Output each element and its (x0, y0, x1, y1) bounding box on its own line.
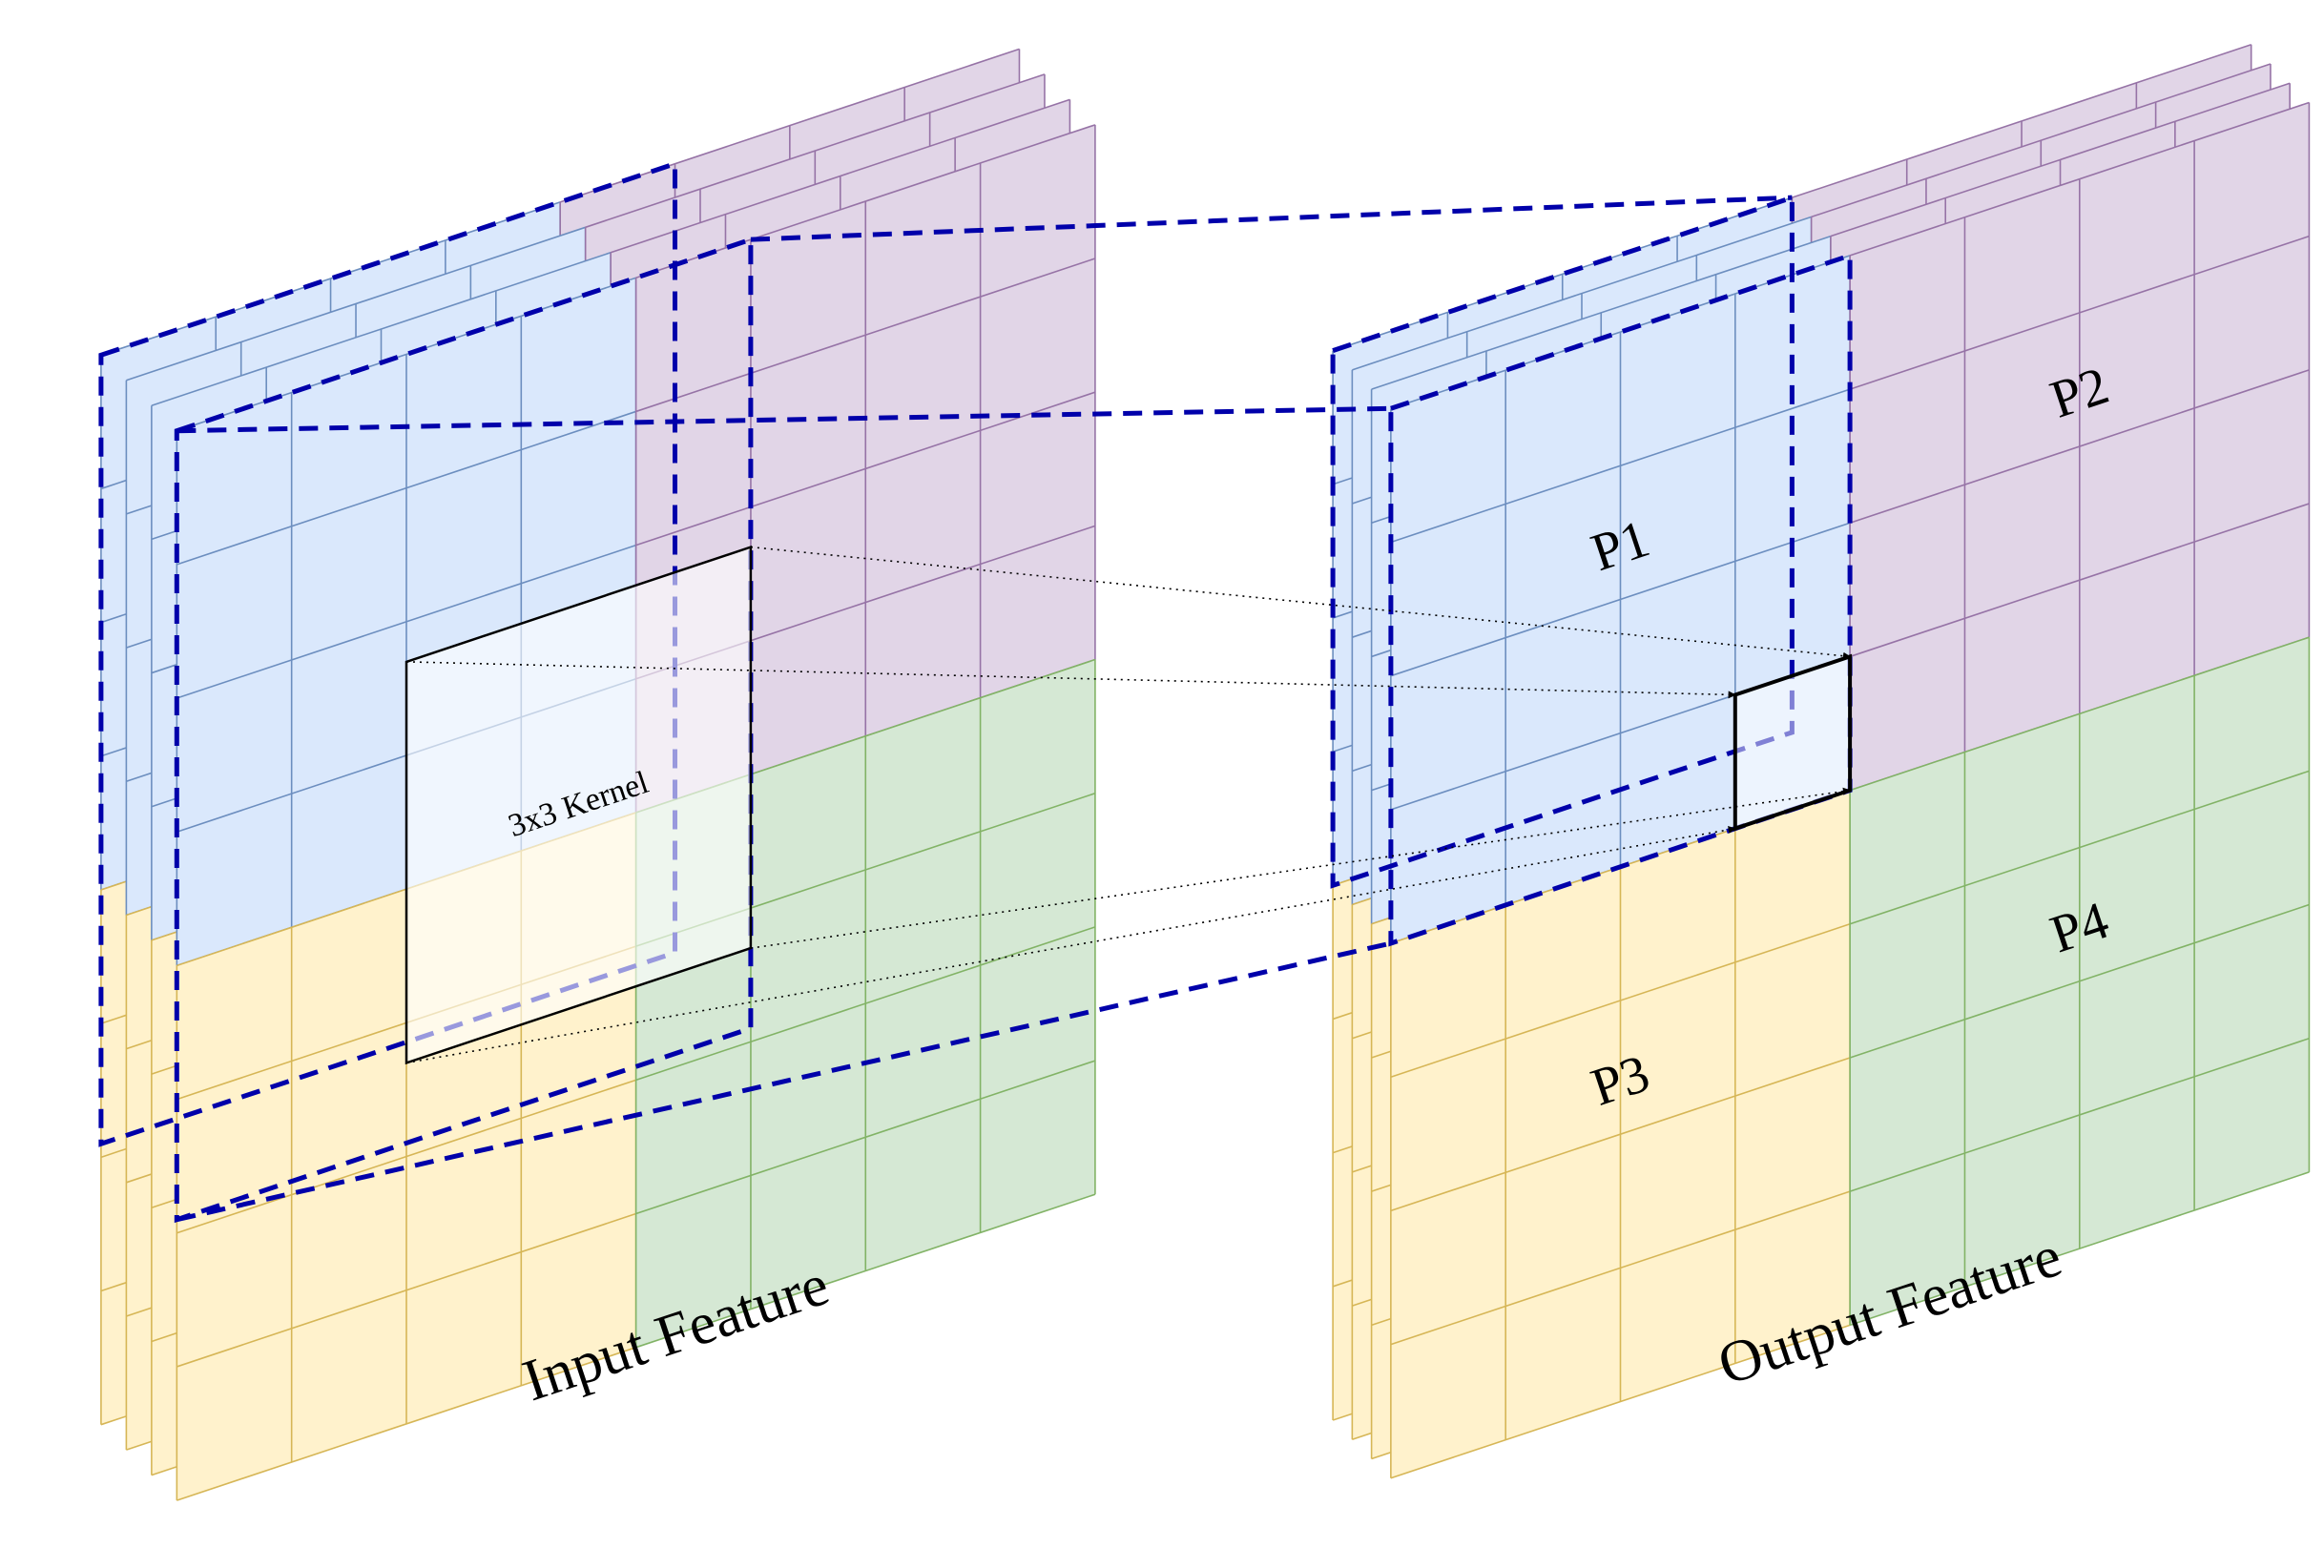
grid-line (1849, 903, 2310, 1059)
kernel-arrow (750, 787, 1851, 949)
highlight-connector (176, 940, 1392, 1223)
input-highlight-box (98, 160, 754, 1224)
kernel-connector-arrows (405, 546, 1851, 1064)
grid-line (176, 544, 636, 699)
grid-line (1849, 503, 2310, 658)
grid-line (1390, 1057, 1851, 1212)
output-feature-stack (1332, 43, 2311, 1479)
grid-line (1390, 1190, 1851, 1346)
grid-line (126, 226, 586, 382)
grid-line (1390, 1324, 1851, 1479)
kernel-arrow (405, 661, 1736, 699)
grid-line (635, 1060, 1096, 1215)
highlight-connector (750, 195, 1793, 242)
input-dashed-back (98, 160, 677, 1147)
kernel-window (405, 545, 753, 1065)
kernel-arrow (405, 826, 1736, 1064)
grid-line (1849, 369, 2310, 525)
grid-line (635, 1193, 1096, 1349)
grid-line (176, 1079, 636, 1234)
output-channel (1390, 101, 2311, 1479)
grid-line (635, 926, 1096, 1082)
input-dashed-front (174, 236, 754, 1224)
grid-line (176, 1212, 636, 1368)
grid-line (1849, 1171, 2310, 1327)
grid-line (1390, 522, 1851, 677)
grid-line (1849, 1037, 2310, 1192)
highlight-connector-lines (176, 195, 1793, 1223)
highlight-connector (176, 405, 1391, 434)
grid-line (176, 1346, 636, 1501)
kernel-window-frame (405, 545, 753, 1065)
